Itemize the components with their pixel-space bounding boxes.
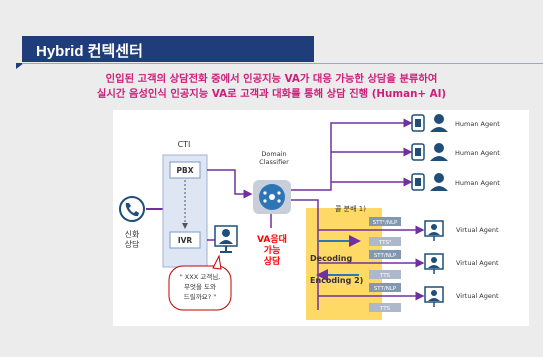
classify-label: 콜 분배 1) [335,204,366,213]
human-agent-label-2: Human Agent [455,149,500,157]
ivr-label: IVR [178,236,193,245]
virtual-agent-label-2: Virtual Agent [456,259,499,267]
title-underline [22,63,543,64]
tts-label-3: TTS [379,306,391,312]
stt-label-2: STT/NLP [374,253,397,259]
stt-tag-3 [369,283,401,292]
cti-label: CTI [178,140,191,149]
to-human-agent-1-arrow [291,118,413,191]
virtual-agent-icon [424,220,444,241]
domain-classifier-icon [253,180,291,214]
human-agent-label-1: Human Agent [455,120,500,128]
customer-label-2: 상담 [125,239,140,249]
bubble-line-2: 무엇을 도와 [184,282,216,291]
pbx-label: PBX [177,166,194,175]
va-label-2: 가능 [264,244,281,256]
customer-label-1: 신화 [125,230,140,239]
title-tick [16,63,24,69]
customer-phone-icon [119,196,145,222]
stt-label-1: STT¹/NLP [373,219,398,226]
human-agent-phone-icon [411,173,448,191]
va-label-1: VA응대 [257,233,287,245]
cti-to-classifier-arrow [207,169,253,199]
human-agent-phone-icon [411,114,448,132]
architecture-diagram: 신화 상담 CTI PBX IVR " XXX 고객님, 무엇을 도와 드릴까요… [113,110,529,326]
ivr-agent-icon [214,225,238,253]
tts-tag-2 [369,270,401,279]
stt-tag-2 [369,250,401,259]
tts-tag-1 [369,237,401,246]
virtual-agent-label-3: Virtual Agent [456,292,499,300]
va-label-3: 상담 [264,255,281,267]
virtual-agent-label-1: Virtual Agent [456,226,499,234]
bubble-line-3: 드릴까요? " [184,292,216,301]
human-agent-label-3: Human Agent [455,179,500,187]
page-title: Hybrid 컨텍센터 [22,36,314,62]
speech-bubble [168,254,232,311]
stt-label-3: STT/NLP [374,286,397,292]
virtual-agent-icon [424,286,444,307]
virtual-agent-icon [424,253,444,274]
classifier-label-1: Domain [261,150,286,158]
tts-tag-3 [369,303,401,312]
description-line-2: 실시간 음성인식 인공지능 VA로 고객과 대화를 통해 상담 진행 (Huma… [96,88,447,100]
pbx-box [169,161,201,179]
diagram-svg: 신화 상담 CTI PBX IVR " XXX 고객님, 무엇을 도와 드릴까요… [119,114,500,320]
tts-label-1: TTS³ [378,239,391,246]
stt-tag-1 [369,217,401,226]
bubble-line-1: " XXX 고객님, [180,272,221,281]
classifier-label-2: Classifier [259,158,289,166]
human-agent-phone-icon [411,143,448,161]
decoding-label: Decoding [310,254,352,263]
tts-label-2: TTS [379,273,391,279]
ivr-box [169,231,201,249]
description-line-1: 인입된 고객의 상담전화 중에서 인공지능 VA가 대응 가능한 상담을 분류하… [105,73,438,85]
routing-line [291,199,319,208]
encoding-label: Encoding 2) [310,276,363,285]
